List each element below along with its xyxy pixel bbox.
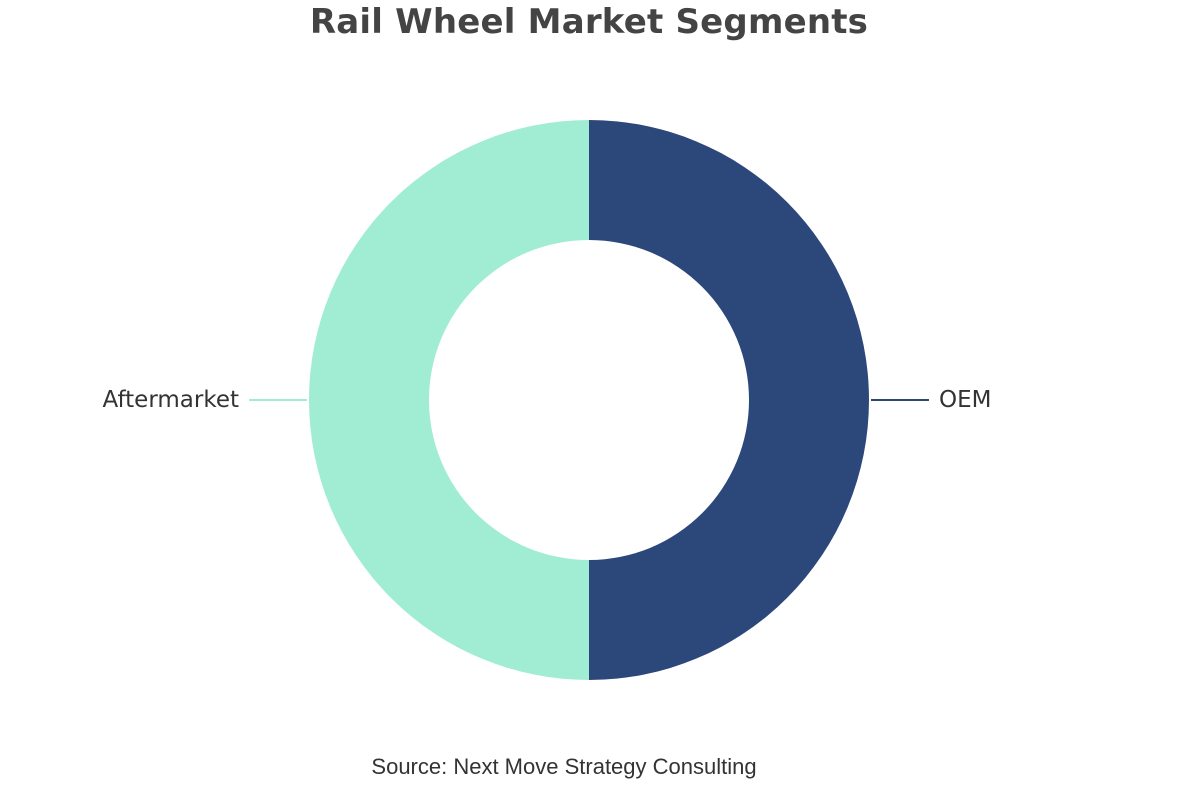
chart-title: Rail Wheel Market Segments bbox=[309, 2, 869, 42]
slice-label-aftermarket: Aftermarket bbox=[103, 387, 239, 413]
slice-label-oem: OEM bbox=[939, 387, 991, 413]
slices-layer bbox=[309, 120, 869, 680]
source-note: Source: Next Move Strategy Consulting bbox=[371, 754, 757, 779]
slice-aftermarket bbox=[309, 120, 589, 680]
labels-layer: OEM Aftermarket bbox=[103, 387, 992, 413]
slice-oem bbox=[589, 120, 869, 680]
